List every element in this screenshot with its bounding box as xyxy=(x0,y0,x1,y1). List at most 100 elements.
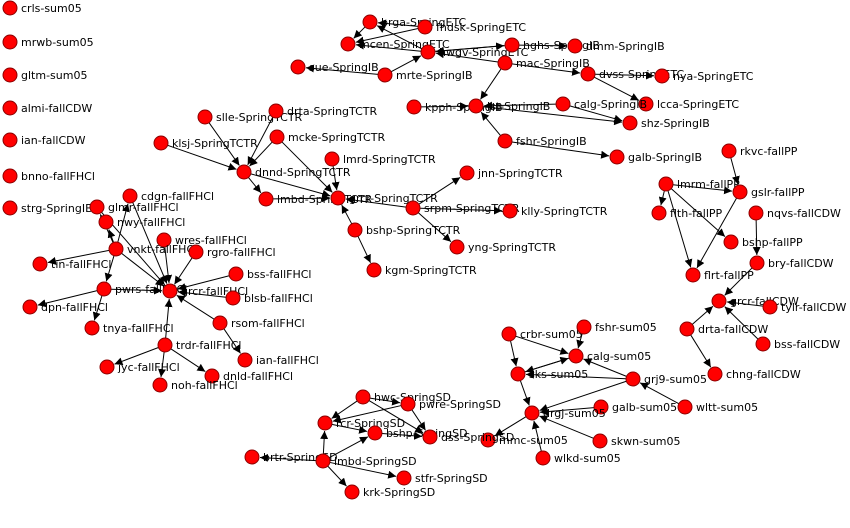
node-mcke-SpringTCTR[interactable]: mcke-SpringTCTR xyxy=(269,129,385,145)
node-calg-sum05[interactable]: calg-sum05 xyxy=(568,348,651,364)
node-bry-fallCDW[interactable]: bry-fallCDW xyxy=(749,255,834,271)
node-lmrd-SpringTCTR[interactable]: lmrd-SpringTCTR xyxy=(324,151,436,167)
node-fshr-sum05[interactable]: fshr-sum05 xyxy=(576,319,657,335)
node-bshp-fallPP[interactable]: bshp-fallPP xyxy=(723,234,803,250)
node-circle[interactable] xyxy=(197,109,213,125)
node-circle[interactable] xyxy=(2,67,18,83)
node-circle[interactable] xyxy=(497,55,513,71)
node-circle[interactable] xyxy=(501,326,517,342)
node-circle[interactable] xyxy=(2,200,18,216)
node-circle[interactable] xyxy=(244,449,260,465)
node-jnn-SpringTCTR[interactable]: jnn-SpringTCTR xyxy=(459,165,563,181)
node-circle[interactable] xyxy=(459,165,475,181)
node-blsb-fallFHCl[interactable]: blsb-fallFHCl xyxy=(225,290,313,306)
node-sks-sum05[interactable]: sks-sum05 xyxy=(510,366,588,382)
node-grcr-fallCDW[interactable]: grcr-fallCDW xyxy=(711,293,799,309)
node-circle[interactable] xyxy=(480,432,496,448)
node-circle[interactable] xyxy=(2,168,18,184)
node-wltt-sum05[interactable]: wltt-sum05 xyxy=(677,399,758,415)
node-strg-SpringIB[interactable]: strg-SpringIB xyxy=(2,200,93,216)
node-circle[interactable] xyxy=(658,176,674,192)
node-circle[interactable] xyxy=(98,214,114,230)
node-trdr-fallFHCl[interactable]: trdr-fallFHCl xyxy=(157,337,241,353)
node-nwy-fallFHCl[interactable]: nwy-fallFHCl xyxy=(98,214,185,230)
node-lcca-SpringETC[interactable]: lcca-SpringETC xyxy=(638,96,739,112)
node-lmbd-SpringTCTR[interactable]: lmbd-SpringTCTR xyxy=(258,191,373,207)
node-circle[interactable] xyxy=(420,44,436,60)
node-circle[interactable] xyxy=(625,371,641,387)
node-circle[interactable] xyxy=(654,68,670,84)
node-circle[interactable] xyxy=(576,319,592,335)
node-chng-fallCDW[interactable]: chng-fallCDW xyxy=(707,366,801,382)
node-circle[interactable] xyxy=(580,66,596,82)
node-nqvs-fallCDW[interactable]: nqvs-fallCDW xyxy=(748,205,841,221)
node-flrt-fallPP[interactable]: flrt-fallPP xyxy=(685,267,754,283)
node-circle[interactable] xyxy=(2,34,18,50)
node-circle[interactable] xyxy=(377,67,393,83)
node-srpm-SpringTCTR[interactable]: srpm-SpringTCTR xyxy=(405,200,520,216)
node-lmrm-fallPP[interactable]: lmrm-fallPP xyxy=(658,176,740,192)
node-circle[interactable] xyxy=(400,396,416,412)
node-dnnd-SpringTCTR[interactable]: dnnd-SpringTCTR xyxy=(236,164,351,180)
node-circle[interactable] xyxy=(567,38,583,54)
node-crbr-sum05[interactable]: crbr-sum05 xyxy=(501,326,583,342)
node-circle[interactable] xyxy=(555,96,571,112)
node-circle[interactable] xyxy=(638,96,654,112)
node-circle[interactable] xyxy=(711,293,727,309)
node-circle[interactable] xyxy=(89,199,105,215)
node-circle[interactable] xyxy=(468,98,484,114)
node-drta-fallCDW[interactable]: drta-fallCDW xyxy=(679,321,768,337)
node-circle[interactable] xyxy=(2,100,18,116)
node-circle[interactable] xyxy=(162,283,178,299)
node-lst-SpringIB[interactable]: lst-SpringIB xyxy=(468,98,550,114)
node-circle[interactable] xyxy=(755,336,771,352)
node-circle[interactable] xyxy=(84,320,100,336)
node-circle[interactable] xyxy=(324,151,340,167)
node-rkvc-fallPP[interactable]: rkvc-fallPP xyxy=(721,143,798,159)
node-circle[interactable] xyxy=(355,389,371,405)
node-calg-SpringIB[interactable]: calg-SpringIB xyxy=(555,96,647,112)
node-circle[interactable] xyxy=(721,143,737,159)
node-noh-fallFHCl[interactable]: noh-fallFHCl xyxy=(152,377,238,393)
node-circle[interactable] xyxy=(568,348,584,364)
node-circle[interactable] xyxy=(723,234,739,250)
node-stfr-SpringSD[interactable]: stfr-SpringSD xyxy=(396,470,488,486)
node-bss-fallCDW[interactable]: bss-fallCDW xyxy=(755,336,840,352)
node-circle[interactable] xyxy=(212,315,228,331)
node-circle[interactable] xyxy=(258,191,274,207)
node-circle[interactable] xyxy=(99,359,115,375)
node-circle[interactable] xyxy=(269,129,285,145)
node-circle[interactable] xyxy=(504,37,520,53)
node-mmc-sum05[interactable]: mmc-sum05 xyxy=(480,432,568,448)
node-circle[interactable] xyxy=(344,484,360,500)
node-dnld-fallFHCl[interactable]: dnld-fallFHCl xyxy=(204,368,293,384)
node-circle[interactable] xyxy=(225,290,241,306)
node-klly-SpringTCTR[interactable]: klly-SpringTCTR xyxy=(502,203,608,219)
node-circle[interactable] xyxy=(422,429,438,445)
node-circle[interactable] xyxy=(535,450,551,466)
node-circle[interactable] xyxy=(622,115,638,131)
node-circle[interactable] xyxy=(237,352,253,368)
node-drta-SpringTCTR[interactable]: drta-SpringTCTR xyxy=(268,103,378,119)
node-circle[interactable] xyxy=(228,266,244,282)
node-circle[interactable] xyxy=(317,415,333,431)
node-crls-sum05[interactable]: crls-sum05 xyxy=(2,0,82,16)
node-circle[interactable] xyxy=(347,222,363,238)
node-fhdsk-SpringETC[interactable]: fhdsk-SpringETC xyxy=(417,19,526,35)
node-cdgn-fallFHCl[interactable]: cdgn-fallFHCl xyxy=(122,188,214,204)
node-hwc-SpringSD[interactable]: hwc-SpringSD xyxy=(355,389,451,405)
node-lmbd-SpringSD[interactable]: lmbd-SpringSD xyxy=(315,453,417,469)
node-circle[interactable] xyxy=(157,337,173,353)
node-mrte-SpringIB[interactable]: mrte-SpringIB xyxy=(377,67,473,83)
node-circle[interactable] xyxy=(592,433,608,449)
node-klsj-SpringTCTR[interactable]: klsj-SpringTCTR xyxy=(153,135,258,151)
node-ian-fallFHCl[interactable]: ian-fallFHCl xyxy=(237,352,319,368)
node-tylr-fallCDW[interactable]: tylr-fallCDW xyxy=(762,299,847,315)
node-circle[interactable] xyxy=(762,299,778,315)
node-circle[interactable] xyxy=(651,205,667,221)
node-circle[interactable] xyxy=(593,399,609,415)
node-circle[interactable] xyxy=(396,470,412,486)
node-mrwb-sum05[interactable]: mrwb-sum05 xyxy=(2,34,94,50)
node-circle[interactable] xyxy=(707,366,723,382)
node-mac-SpringIB[interactable]: mac-SpringIB xyxy=(497,55,590,71)
